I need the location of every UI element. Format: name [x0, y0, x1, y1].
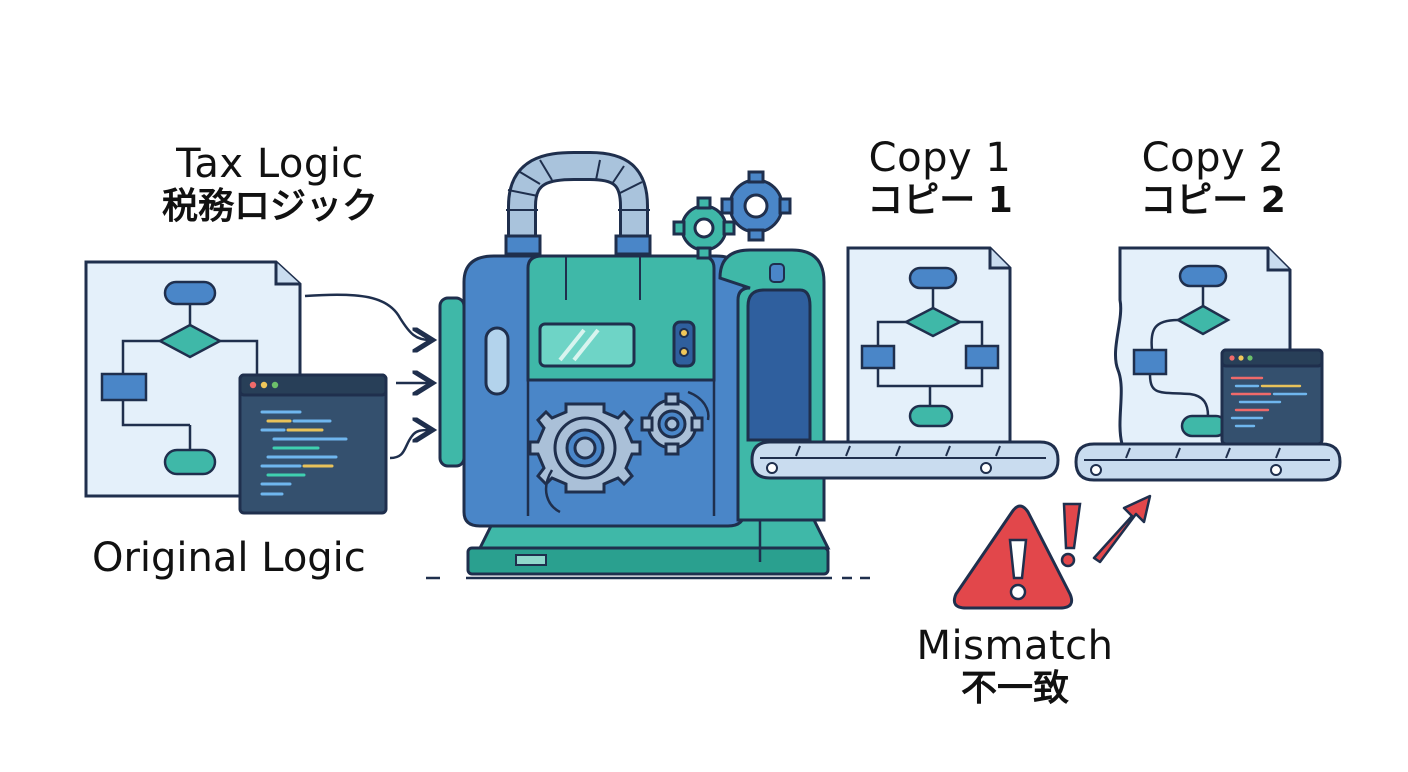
tax-logic-label: Tax Logic 税務ロジック	[150, 142, 390, 227]
copy-1-label-en: Copy 1	[868, 135, 1012, 181]
conveyor-belt-2	[1074, 442, 1342, 482]
gear-icon	[720, 170, 792, 242]
input-arrows	[304, 293, 430, 460]
conveyor-belt-1	[750, 440, 1060, 480]
original-logic-document	[84, 260, 302, 498]
original-logic-label: Original Logic	[92, 535, 366, 581]
gear-icon	[640, 392, 704, 456]
copy-machine	[438, 151, 831, 576]
mismatch-label-en: Mismatch	[916, 623, 1114, 669]
copy-2-label-jp: コピー 2	[1140, 179, 1286, 221]
gear-icon	[672, 196, 736, 260]
code-window-copy-2	[1220, 348, 1324, 446]
gear-icon	[528, 402, 642, 494]
tax-logic-label-jp: 税務ロジック	[161, 185, 378, 227]
up-right-arrow-icon	[1092, 494, 1152, 564]
copy-2-label-en: Copy 2	[1141, 135, 1285, 181]
tax-logic-label-en: Tax Logic	[176, 141, 364, 187]
flowchart	[100, 280, 259, 476]
copy-1-document	[846, 246, 1012, 444]
copy-2-label: Copy 2 コピー 2	[1118, 136, 1308, 221]
code-window	[238, 373, 388, 515]
exclamation-icon	[1060, 502, 1082, 568]
copy-1-label-jp: コピー 1	[867, 179, 1013, 221]
mismatch-label-jp: 不一致	[960, 667, 1069, 709]
warning-triangle-icon	[952, 504, 1074, 610]
copy-1-label: Copy 1 コピー 1	[845, 136, 1035, 221]
mismatch-label: Mismatch 不一致	[890, 624, 1140, 709]
